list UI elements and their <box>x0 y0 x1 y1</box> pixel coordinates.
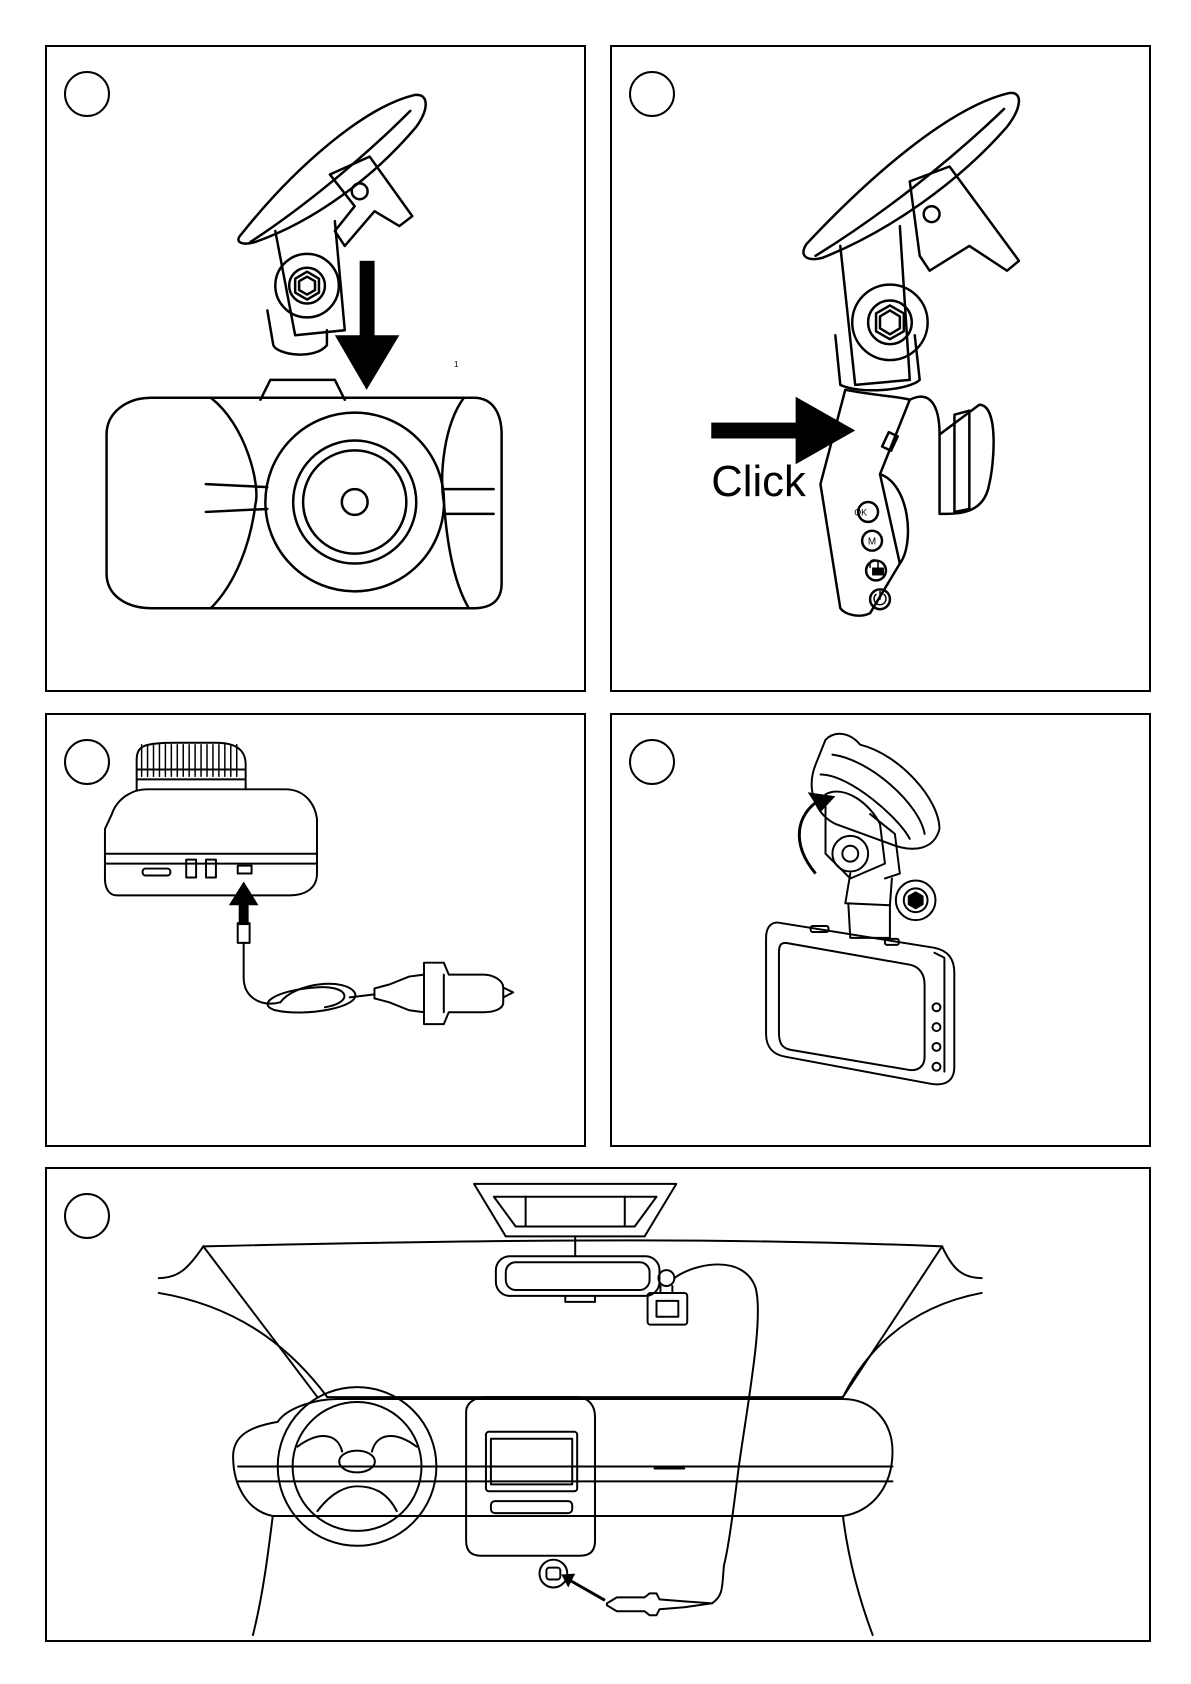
panel-connect-power <box>45 713 586 1147</box>
panel-car-installation <box>45 1167 1151 1642</box>
camera-screen <box>779 943 925 1070</box>
side-button <box>933 1003 941 1011</box>
lighter-socket <box>539 1560 567 1588</box>
ok-button-label: OK <box>854 507 867 517</box>
camera-screen-edge <box>940 405 994 514</box>
power-icon <box>874 591 886 604</box>
car-charger <box>607 1593 712 1615</box>
car-charger <box>374 963 503 1024</box>
suction-cup <box>803 93 1018 259</box>
right-arrow-icon <box>711 397 855 464</box>
up-arrow-icon <box>229 881 259 925</box>
rotate-arrow-icon <box>799 792 835 873</box>
panel-rotate-mount <box>610 713 1151 1147</box>
infotainment-screen <box>486 1432 577 1491</box>
click-label: Click <box>711 457 806 506</box>
side-button <box>933 1043 941 1051</box>
lock-icon <box>872 568 884 576</box>
suction-cup <box>238 95 425 244</box>
sd-slot <box>143 869 171 876</box>
windshield <box>203 1240 942 1246</box>
menu-button-label: M <box>868 537 876 548</box>
mount-joint <box>832 836 868 872</box>
panel-attach-mount: 1 <box>45 45 586 692</box>
power-cable <box>268 984 356 1013</box>
panel-click-mount: OK M Click <box>610 45 1151 692</box>
arrow-to-socket-icon <box>561 1574 605 1601</box>
usb-port-icon <box>238 866 252 874</box>
camera-body <box>766 923 954 1085</box>
camera-body <box>105 789 317 895</box>
panel-small-mark: 1 <box>454 360 459 369</box>
mount-lever <box>330 157 412 246</box>
car-installation-illustration <box>47 1169 1149 1640</box>
side-button <box>933 1063 941 1071</box>
click-mount-illustration: OK M Click <box>612 47 1149 690</box>
connect-power-illustration <box>47 715 584 1145</box>
dashcam <box>648 1293 688 1325</box>
rotate-mount-illustration <box>612 715 1149 1145</box>
side-button <box>933 1023 941 1031</box>
attach-mount-illustration: 1 <box>47 47 584 690</box>
